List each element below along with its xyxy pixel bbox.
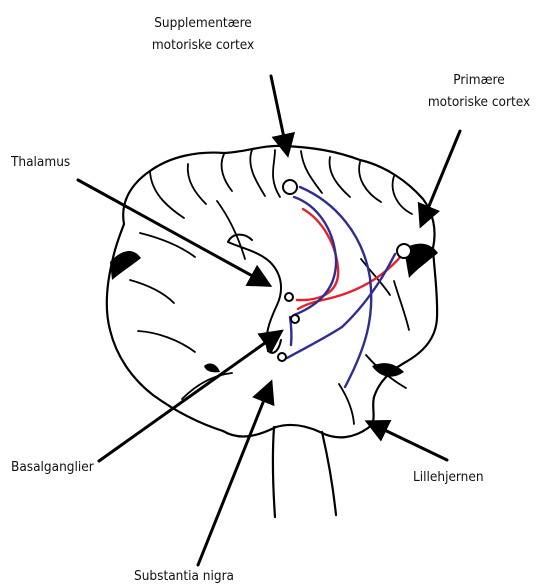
basal-ganglia-nucleus <box>291 315 299 323</box>
primary-motor-nucleus <box>397 244 411 258</box>
label-cerebellum: Lillehjernen <box>413 466 484 488</box>
label-supplementary-line-2: motoriske cortex <box>133 34 273 56</box>
pathway-nuclei <box>278 180 411 361</box>
arrow-substantia-nigra <box>198 385 270 565</box>
label-substantia-nigra: Substantia nigra <box>134 565 234 587</box>
sma-nucleus <box>283 180 297 194</box>
red-pathway-sma-thalamus <box>297 209 338 300</box>
ventricle-region <box>228 235 281 353</box>
thalamus-nucleus <box>285 293 293 301</box>
label-basal-ganglia: Basalganglier <box>11 456 94 478</box>
label-primary-motor-cortex: Primære motoriske cortex <box>414 69 544 113</box>
arrow-cerebellum <box>370 423 447 460</box>
brain-stem-outline <box>273 427 336 517</box>
annotation-arrows <box>78 76 460 565</box>
arrow-basal-ganglia <box>99 333 279 461</box>
label-supplementary-line-1: Supplementære <box>133 12 273 34</box>
red-pathway-primary-motor <box>298 255 402 309</box>
arrow-thalamus <box>78 180 267 284</box>
label-supplementary-motor-cortex: Supplementære motoriske cortex <box>133 12 273 56</box>
label-thalamus: Thalamus <box>11 151 70 173</box>
substantia-nigra-nucleus <box>278 353 286 361</box>
arrow-supplementary <box>271 76 287 152</box>
label-primary-line-2: motoriske cortex <box>414 91 544 113</box>
arrow-primary <box>422 131 460 223</box>
label-primary-line-1: Primære <box>414 69 544 91</box>
